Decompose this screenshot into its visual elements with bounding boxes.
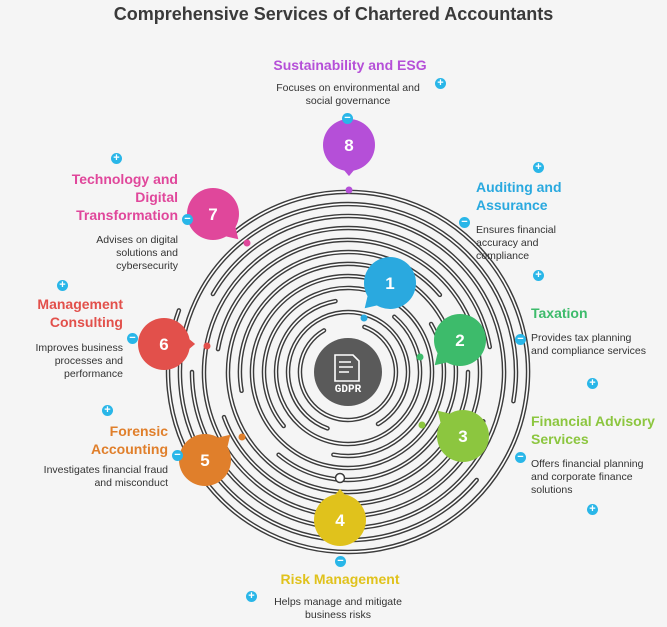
collapse-service-6-button[interactable]: − (127, 333, 138, 344)
service-3-title: Financial Advisory Services (531, 413, 655, 447)
collapse-service-4-button[interactable]: − (335, 556, 346, 567)
step-7-number: 7 (208, 205, 217, 224)
ring-arc-highlight (251, 275, 445, 469)
expand-service-8-button[interactable]: + (435, 78, 446, 89)
step-1-ring-dot (360, 314, 368, 322)
step-4-number: 4 (335, 511, 345, 530)
expand-service-1-button[interactable]: + (533, 162, 544, 173)
step-4-circle (314, 494, 366, 546)
step-6-ring-dot (203, 342, 211, 350)
step-7-circle (187, 188, 239, 240)
ring-arc-highlight (275, 300, 421, 445)
collapse-service-7-button[interactable]: − (182, 214, 193, 225)
expand-service-6-button[interactable]: + (57, 280, 68, 291)
collapse-service-1-button[interactable]: − (459, 217, 470, 228)
step-1-number: 1 (385, 274, 394, 293)
collapse-service-8-button[interactable]: − (342, 113, 353, 124)
ring-arc-highlight (239, 263, 457, 481)
step-markers: 1 2 3 4 5 6 7 8 (138, 119, 489, 546)
step-2-number: 2 (455, 331, 464, 350)
center-icon-label: GDPR (335, 384, 362, 396)
step-5-ring-dot (238, 433, 246, 441)
collapse-service-2-button[interactable]: − (515, 334, 526, 345)
service-7-description: Advises on digital solutions and cyberse… (96, 234, 178, 272)
ring-arc-highlight (299, 326, 397, 421)
service-1-description: Ensures financial accuracy and complianc… (476, 224, 556, 262)
ring-arc-highlight (217, 239, 481, 505)
expand-service-3-button[interactable]: + (587, 504, 598, 515)
step-2-ring-dot (416, 353, 424, 361)
collapse-service-5-button[interactable]: − (172, 450, 183, 461)
gdpr-document-icon (334, 354, 360, 382)
collapse-service-3-button[interactable]: − (515, 452, 526, 463)
ring-arc-highlight (287, 311, 409, 430)
step-8-circle (323, 119, 375, 171)
ring-arc-highlight (227, 251, 469, 493)
expand-service-2-button[interactable]: + (587, 378, 598, 389)
expand-service-1b-button[interactable]: + (533, 270, 544, 281)
expand-service-4-button[interactable]: + (246, 591, 257, 602)
service-6-description: Improves business processes and performa… (35, 342, 123, 380)
step-7-ring-dot (243, 239, 251, 247)
service-5-title: Forensic Accounting (91, 423, 168, 457)
service-3-description: Offers financial planning and corporate … (531, 458, 644, 496)
center-icon-group: GDPR (314, 338, 382, 406)
service-8-description: Focuses on environmental and social gove… (276, 82, 420, 107)
service-5-description: Investigates financial fraud and miscond… (43, 464, 168, 489)
service-2-description: Provides tax planning and compliance ser… (531, 332, 646, 357)
step-1-circle (364, 257, 416, 309)
step-5-number: 5 (200, 451, 209, 470)
service-4-title: Risk Management (280, 571, 400, 587)
ring-arc-highlight (203, 227, 491, 517)
service-1-title: Auditing and Assurance (476, 179, 562, 213)
expand-service-7-button[interactable]: + (111, 153, 122, 164)
step-6-number: 6 (159, 335, 168, 354)
step-5-circle (179, 434, 231, 486)
expand-service-5-button[interactable]: + (102, 405, 113, 416)
service-2-title: Taxation (531, 305, 588, 321)
step-3-ring-dot (418, 421, 426, 429)
step-3-number: 3 (458, 427, 467, 446)
service-4-description: Helps manage and mitigate business risks (274, 596, 402, 621)
step-6-circle (138, 318, 190, 370)
step-8-ring-dot (345, 186, 353, 194)
service-7-title: Technology and Digital Transformation (71, 171, 178, 223)
step-8-number: 8 (344, 136, 353, 155)
ring-arc-highlight (191, 215, 505, 529)
step-4-ring-dot (334, 472, 346, 484)
service-6-title: Management Consulting (37, 296, 123, 330)
page-title: Comprehensive Services of Chartered Acco… (113, 4, 554, 24)
service-8-title: Sustainability and ESG (273, 57, 427, 73)
step-2-circle (434, 314, 486, 366)
step-3-circle (437, 410, 489, 462)
